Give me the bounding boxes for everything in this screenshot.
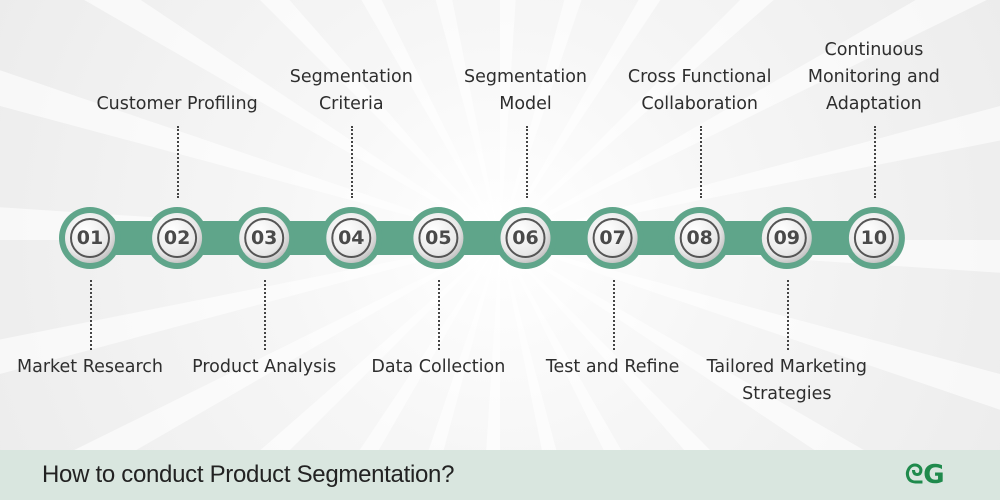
ray xyxy=(500,0,987,240)
ray xyxy=(500,0,774,240)
ray xyxy=(500,240,622,450)
step-label: Data Collection xyxy=(371,357,506,377)
ray xyxy=(486,240,500,450)
step-number: 07 xyxy=(599,227,626,249)
step-number: 10 xyxy=(860,227,888,249)
step-inner-circle xyxy=(413,213,464,263)
step-number: 02 xyxy=(163,227,191,249)
ray xyxy=(500,240,1000,410)
step-number: 06 xyxy=(512,227,539,249)
dotted-connector xyxy=(438,280,441,350)
ray xyxy=(0,240,500,374)
ray xyxy=(435,0,500,240)
ray xyxy=(500,0,661,240)
step-number: 03 xyxy=(250,227,278,249)
ray xyxy=(500,0,582,240)
step-ring xyxy=(853,218,894,258)
dotted-connector xyxy=(264,280,267,350)
ray xyxy=(359,240,500,450)
ray xyxy=(500,240,710,450)
ray xyxy=(84,0,501,240)
step-ring xyxy=(592,218,633,258)
step-inner-circle xyxy=(326,213,377,263)
step-ring xyxy=(679,218,720,258)
step-ring xyxy=(505,218,546,258)
step-ring xyxy=(766,218,807,258)
step-inner-circle xyxy=(587,213,638,263)
footer-bar: How to conduct Product Segmentation? ᘓG xyxy=(0,450,1000,500)
dotted-connector xyxy=(699,126,702,198)
step-label: Segmentation Model xyxy=(464,67,587,114)
gfg-logo: ᘓG xyxy=(905,460,945,490)
step-number: 05 xyxy=(425,227,452,249)
step-ring xyxy=(157,218,198,258)
dotted-connector xyxy=(351,126,354,198)
step-label: Continuous Monitoring and Adaptation xyxy=(807,40,940,114)
step-inner-circle xyxy=(674,213,725,263)
step-number: 08 xyxy=(686,227,713,249)
step-inner-circle xyxy=(761,213,812,263)
background-rays xyxy=(0,0,1000,450)
step-inner-circle xyxy=(152,213,203,263)
step-label: Tailored Marketing Strategies xyxy=(706,357,867,404)
page-title: How to conduct Product Segmentation? xyxy=(42,461,455,488)
ray xyxy=(500,240,864,450)
step-label: Market Research xyxy=(17,357,163,377)
step-label: Test and Refine xyxy=(545,357,680,377)
dotted-connector xyxy=(786,280,789,350)
ray xyxy=(74,240,500,450)
ray xyxy=(428,240,500,450)
dotted-connector xyxy=(177,126,180,198)
chain-connector xyxy=(90,221,874,255)
step-ring xyxy=(70,218,110,258)
ray xyxy=(0,70,500,240)
dotted-connector xyxy=(525,126,528,198)
step-inner-circle xyxy=(848,213,899,263)
step-label: Segmentation Criteria xyxy=(289,67,413,114)
step-chain xyxy=(59,207,905,269)
dotted-connector xyxy=(90,280,92,350)
ray xyxy=(361,0,500,240)
dotted-connector xyxy=(873,126,876,198)
ray xyxy=(500,240,557,450)
step-number: 09 xyxy=(773,227,801,249)
step-number: 01 xyxy=(76,227,104,249)
step-label: Product Analysis xyxy=(192,357,337,377)
step-number: 04 xyxy=(338,227,365,249)
ray xyxy=(500,0,516,240)
dotted-connector xyxy=(612,280,615,350)
step-inner-circle xyxy=(65,213,115,263)
step-inner-circle xyxy=(500,213,551,263)
ray xyxy=(260,0,500,240)
step-label: Customer Profiling xyxy=(96,94,258,114)
step-ring xyxy=(331,218,372,258)
step-ring xyxy=(418,218,459,258)
step-ring xyxy=(244,218,285,258)
step-inner-circle xyxy=(239,213,290,263)
step-label: Cross Functional Collaboration xyxy=(627,67,772,114)
